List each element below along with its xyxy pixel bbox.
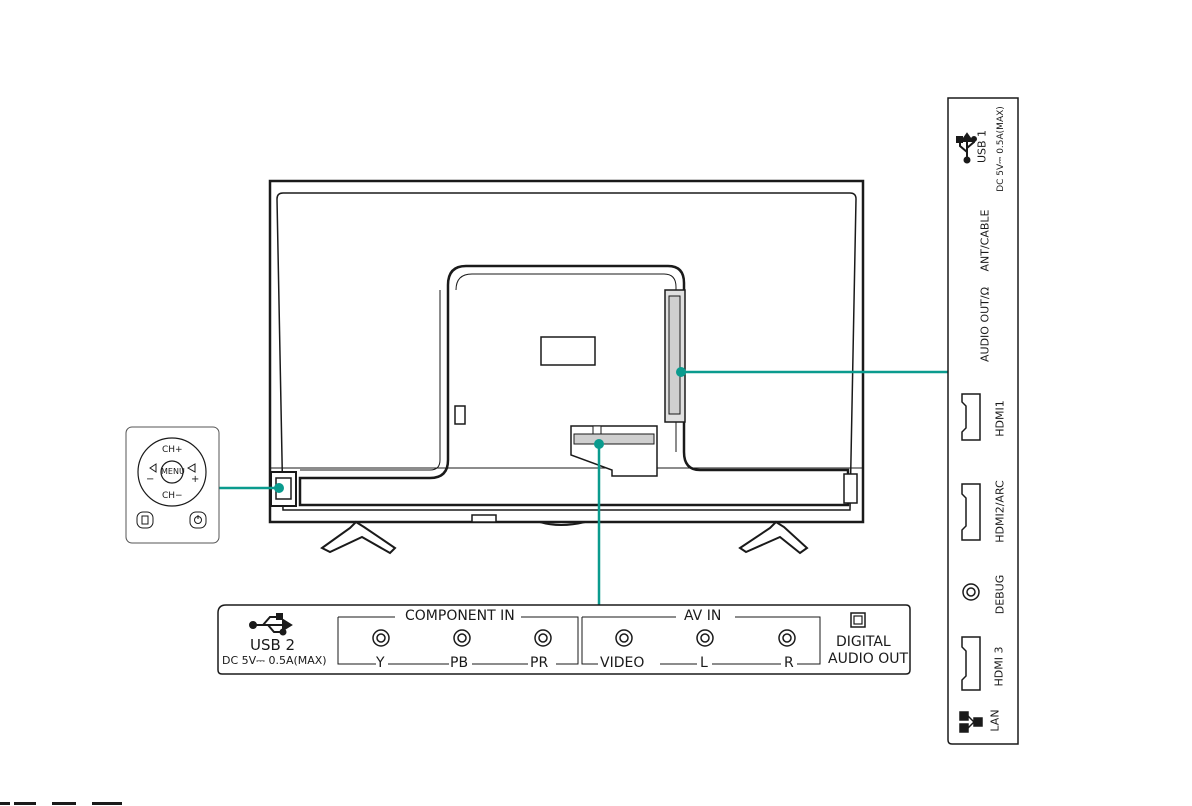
usb2-label: USB 2 — [250, 636, 295, 654]
usb1-label: USB 1 — [976, 127, 989, 167]
lan-label: LAN — [989, 706, 1002, 736]
right-stand — [740, 522, 807, 553]
digital-audio-out-port — [851, 613, 865, 627]
ch-up-label: CH+ — [162, 445, 183, 455]
jack-y — [373, 630, 389, 646]
usb1-rating: DC 5V⎓ 0.5A(MAX) — [996, 104, 1006, 194]
input-button — [137, 512, 153, 528]
jack-pb — [454, 630, 470, 646]
component-jack-pb-label: PB — [450, 655, 468, 671]
menu-label: MENU — [161, 467, 185, 476]
debug-label: DEBUG — [994, 570, 1007, 620]
hdmi1-label: HDMI1 — [994, 394, 1007, 444]
jack-pr — [535, 630, 551, 646]
component-jack-pr-label: PR — [530, 655, 548, 671]
rating-label-plate — [541, 337, 595, 365]
power-button — [190, 512, 206, 528]
footer-fragment — [0, 802, 122, 805]
av-jack-r-label: R — [784, 655, 794, 671]
vol-down-label: − — [146, 474, 154, 485]
digital-audio-out-line1: DIGITAL — [836, 634, 891, 650]
left-stand — [322, 522, 395, 553]
jack-audio-l — [697, 630, 713, 646]
digital-audio-out-line2: AUDIO OUT — [828, 651, 908, 667]
av-jack-video-label: VIDEO — [600, 655, 644, 671]
usb2-rating: DC 5V⎓ 0.5A(MAX) — [222, 654, 327, 668]
jack-audio-r — [779, 630, 795, 646]
component-jack-y-label: Y — [376, 655, 385, 671]
component-in-title: COMPONENT IN — [401, 608, 519, 624]
hdmi2-arc-label: HDMI2/ARC — [994, 474, 1007, 550]
side-panel-box — [948, 98, 1018, 744]
hdmi3-label: HDMI 3 — [993, 642, 1006, 692]
ch-down-label: CH− — [162, 491, 183, 501]
vol-up-label: + — [191, 474, 199, 485]
ant-cable-label: ANT/CABLE — [979, 206, 992, 276]
jack-video — [616, 630, 632, 646]
debug-jack — [963, 584, 979, 600]
audio-out-label: AUDIO OUT/Ω — [979, 280, 992, 370]
av-jack-l-label: L — [700, 655, 708, 671]
av-in-title: AV IN — [680, 608, 725, 624]
